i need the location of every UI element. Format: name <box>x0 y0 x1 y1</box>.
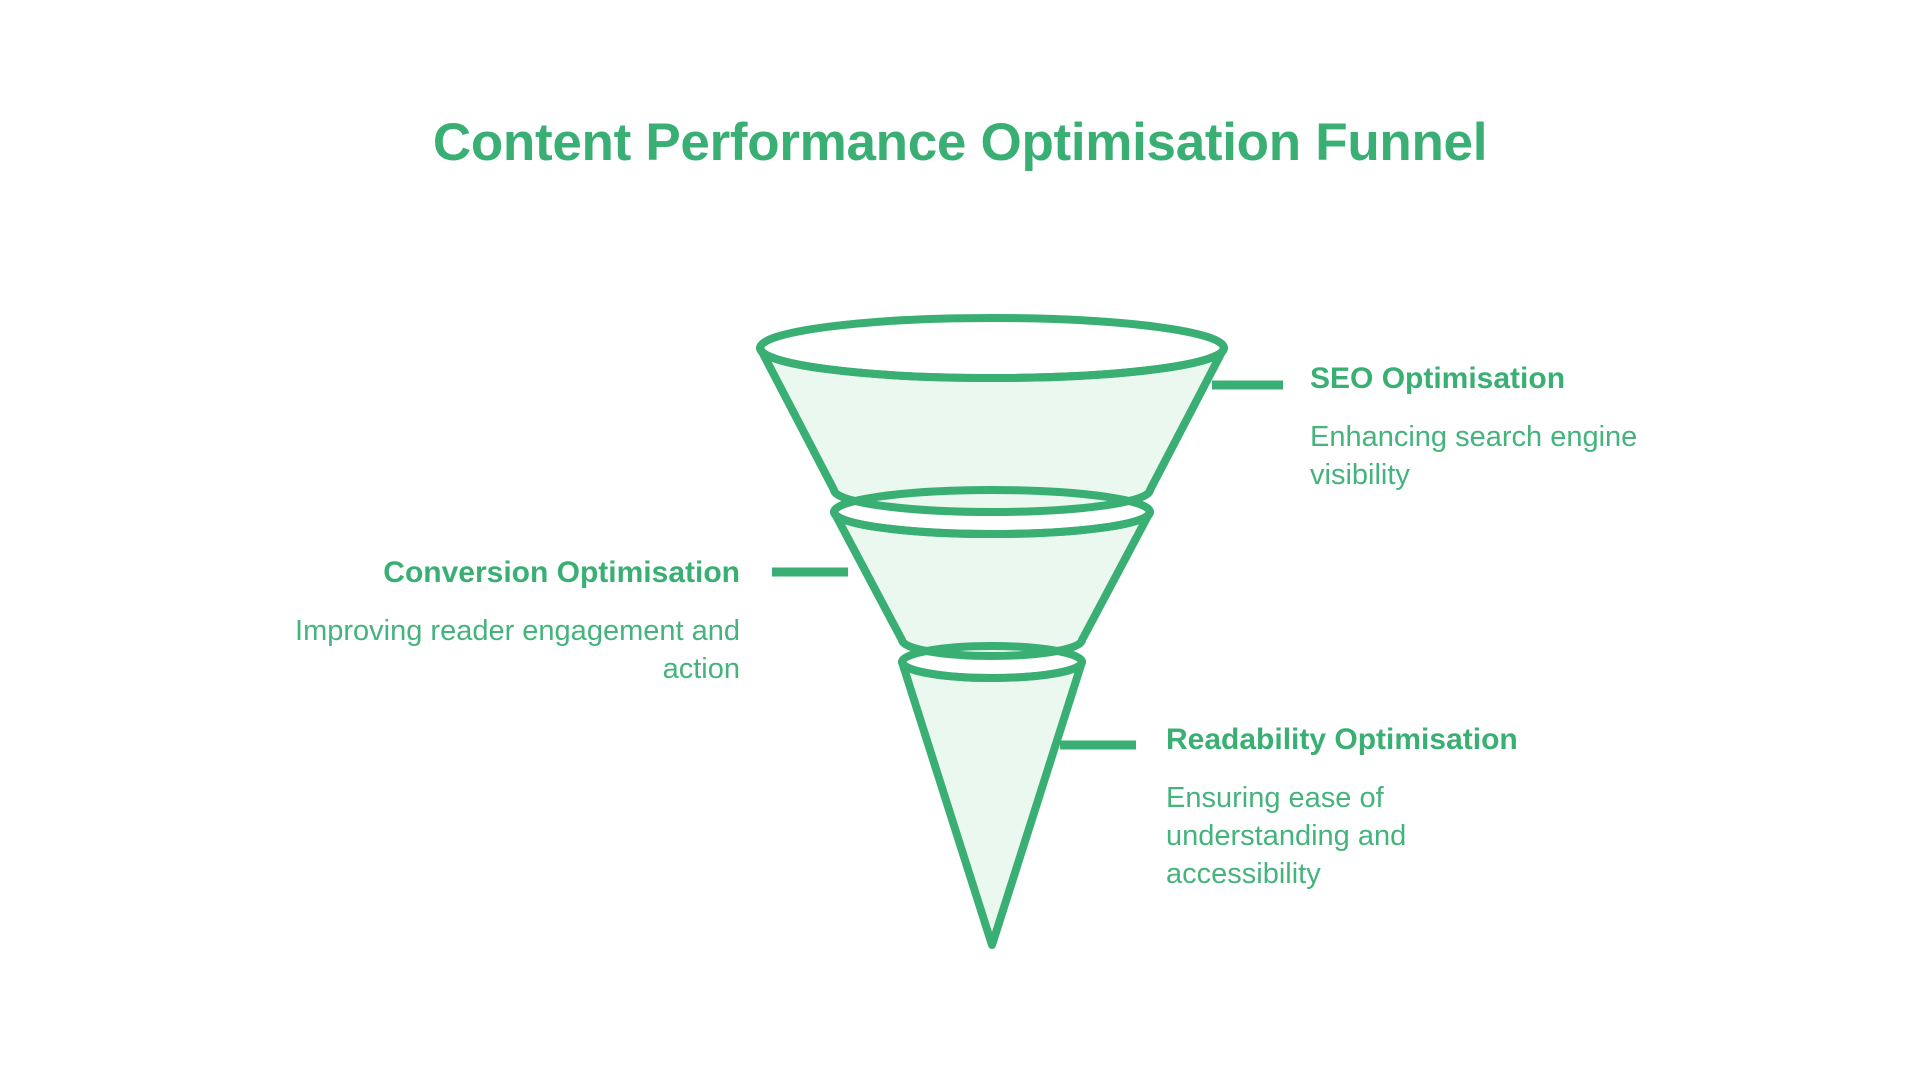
funnel-label-seo-description: Enhancing search engine visibility <box>1310 420 1638 491</box>
funnel-label-conversion-description: Improving reader engagement and action <box>295 614 740 685</box>
funnel-stage-2-rim <box>830 486 1154 538</box>
funnel-stage-2[interactable] <box>830 486 1154 660</box>
funnel-label-seo[interactable]: SEO Optimisation Enhancing search engine… <box>1310 362 1740 494</box>
funnel-label-conversion[interactable]: Conversion Optimisation Improving reader… <box>250 556 740 688</box>
funnel-stage-3[interactable] <box>898 642 1086 949</box>
funnel-label-conversion-title: Conversion Optimisation <box>383 556 740 589</box>
funnel-label-seo-title: SEO Optimisation <box>1310 362 1566 395</box>
funnel-stage-3-rim <box>898 642 1086 682</box>
funnel-label-readability-description: Ensuring ease of understanding and acces… <box>1166 781 1407 891</box>
funnel-stage-1-rim <box>756 314 1228 382</box>
page-title: Content Performance Optimisation Funnel <box>432 113 1488 172</box>
funnel-stage-1[interactable] <box>756 314 1228 516</box>
funnel-label-readability[interactable]: Readability Optimisation Ensuring ease o… <box>1166 723 1566 893</box>
funnel-label-readability-title: Readability Optimisation <box>1166 723 1518 756</box>
funnel-stage-3-body <box>898 658 1086 949</box>
